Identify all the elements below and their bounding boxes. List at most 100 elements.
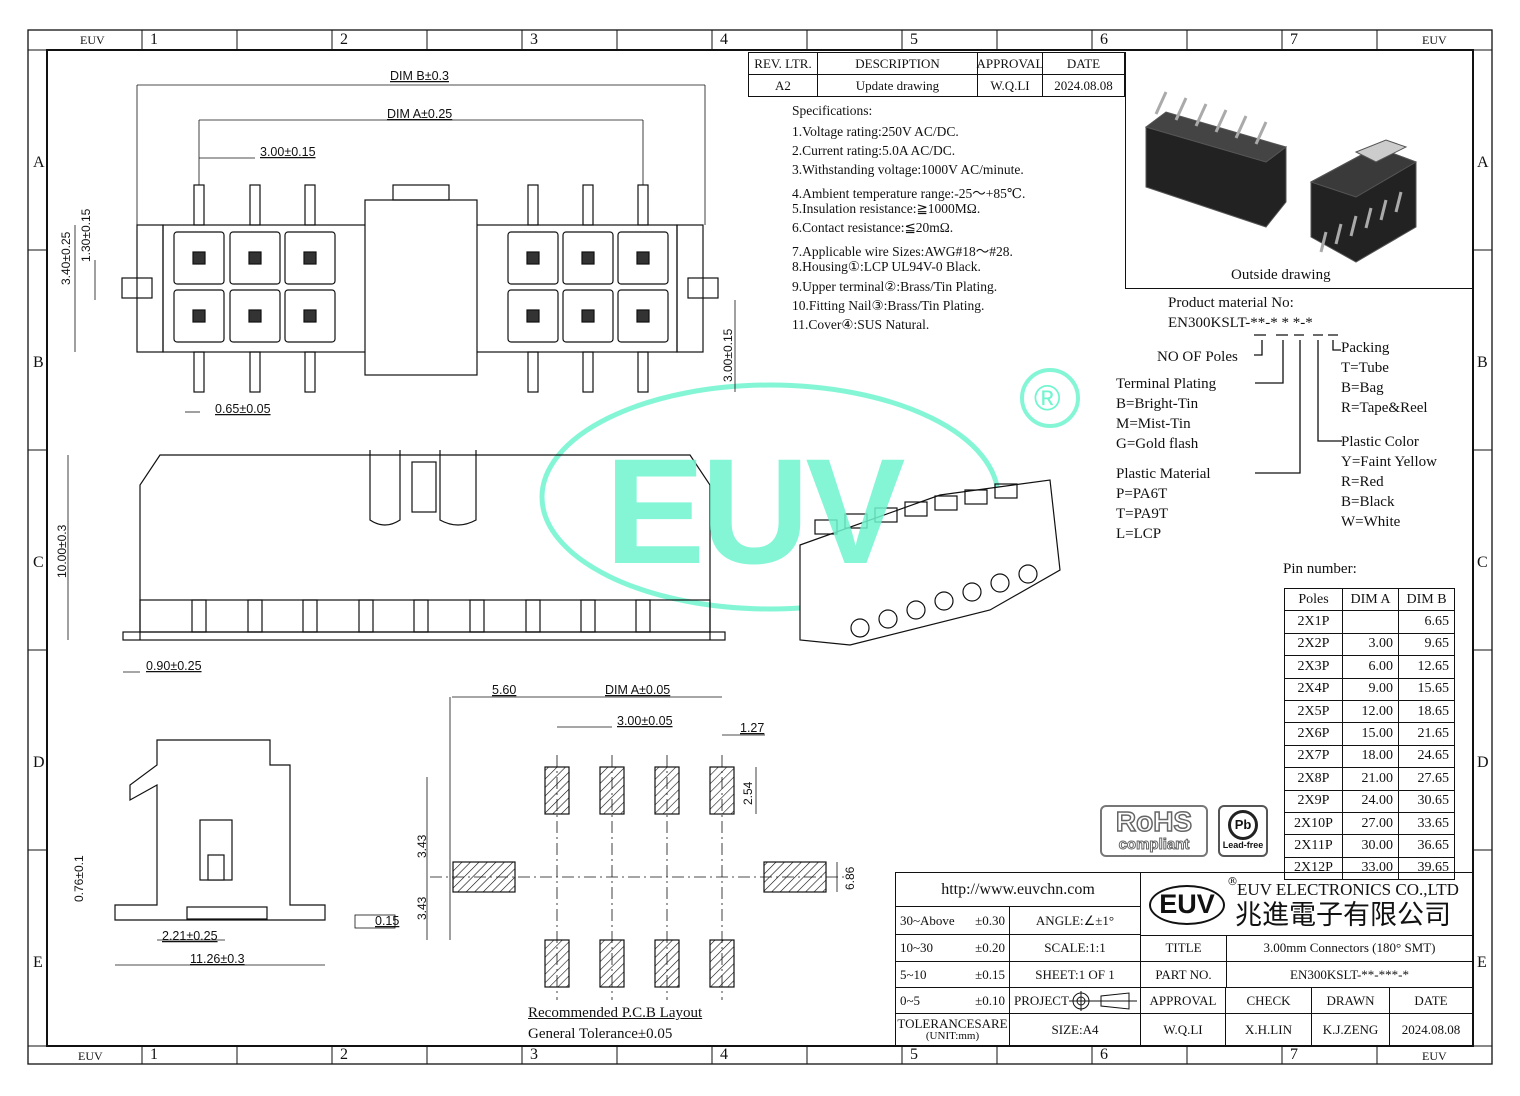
product-no-title: Product material No: xyxy=(1168,295,1294,311)
frame-column-label: 2 xyxy=(340,1046,348,1063)
rev-value: A2 xyxy=(749,75,818,96)
dimension-label: 3.43 xyxy=(415,896,429,920)
pin-table-cell: DIM A xyxy=(1343,589,1399,611)
tolerance-row: 10~30±0.20 xyxy=(896,935,1010,962)
pcb-layout-caption: Recommended P.C.B Layout xyxy=(528,1005,703,1021)
pin-table-cell: 2X9P xyxy=(1285,790,1343,812)
dimension-label: DIM B±0.3 xyxy=(390,69,449,83)
tolerance-row: 5~10 ±0.15 xyxy=(896,962,1010,988)
plastic-material-option: P=PA6T xyxy=(1116,486,1168,502)
dimension-label: 2.54 xyxy=(741,781,755,805)
frame-column-label: 3 xyxy=(530,1046,538,1063)
tolerance-row: 0~5±0.10 xyxy=(896,988,1010,1014)
specifications-title: Specifications: xyxy=(792,103,873,118)
dimension-label: 3.00±0.15 xyxy=(260,145,316,159)
pin-table-cell: 18.00 xyxy=(1343,745,1399,768)
title-label: TITLE xyxy=(1141,935,1227,962)
signoff-header: DRAWN xyxy=(1312,988,1390,1014)
euv-logo: EUV xyxy=(1149,885,1225,925)
logo-registered: ® xyxy=(1227,875,1238,888)
spec-item: 2.Current rating:5.0A AC/DC. xyxy=(792,142,956,158)
company-url[interactable]: http://www.euvchn.com xyxy=(896,873,1141,907)
pin-table-cell: 2X10P xyxy=(1285,812,1343,835)
rev-header: DESCRIPTION xyxy=(818,53,978,75)
pin-table-cell: 30.00 xyxy=(1343,835,1399,857)
frame-row-label: D xyxy=(33,754,45,771)
packing-option: T=Tube xyxy=(1341,360,1389,376)
pin-table-cell: 12.65 xyxy=(1417,658,1450,674)
frame-column-label: 3 xyxy=(530,31,538,48)
plastic-color-option: B=Black xyxy=(1341,494,1395,510)
dimension-label: 0.76±0.1 xyxy=(72,855,86,902)
frame-column-label: 4 xyxy=(720,31,728,48)
pb-icon: Pb xyxy=(1228,810,1258,840)
pin-table-cell: 2X7P xyxy=(1285,745,1343,768)
dimension-label: 5.60 xyxy=(492,683,516,697)
frame-corner-label: EUV xyxy=(1422,1049,1447,1063)
pin-table-cell: 2X3P xyxy=(1285,656,1343,678)
tolerance-range: 5~10 xyxy=(900,966,927,982)
pin-table-title: Pin number: xyxy=(1283,561,1357,577)
part-no-label: PART NO. xyxy=(1141,962,1227,988)
size: SIZE:A4 xyxy=(1010,1014,1141,1045)
dimension-label: DIM A±0.25 xyxy=(387,107,452,121)
plastic-color-option: Plastic Color xyxy=(1341,434,1419,450)
plastic-material-option: Plastic Material xyxy=(1116,466,1211,482)
frame-column-label: 7 xyxy=(1290,1046,1298,1063)
frame-row-label: E xyxy=(1477,954,1487,971)
lead-free-badge: Pb Lead-free xyxy=(1218,805,1268,857)
angle-tolerance: ANGLE:∠±1° xyxy=(1010,907,1141,935)
rev-value: 2024.08.08 xyxy=(1054,77,1113,93)
plastic-material-option: T=PA9T xyxy=(1116,506,1169,522)
pin-table-cell: 12.00 xyxy=(1343,700,1399,723)
watermark-registered: ® xyxy=(1034,377,1061,418)
tolerance-range: 30~Above xyxy=(900,912,955,928)
spec-item: 6.Contact resistance:≦20mΩ. xyxy=(792,220,954,236)
plastic-material-option: L=LCP xyxy=(1116,526,1162,542)
outer-border xyxy=(27,29,1493,1065)
spec-item: 9.Upper terminal②:Brass/Tin Plating. xyxy=(792,278,998,294)
dimension-label: 3.00±0.05 xyxy=(617,714,673,728)
tolerance-value: ±0.15 xyxy=(975,966,1005,982)
pin-table-cell: 2X6P xyxy=(1285,723,1343,745)
pin-table-cell: 24.65 xyxy=(1417,748,1450,764)
tolerance-range: 10~30 xyxy=(900,940,934,955)
tolerances-text: TOLERANCESARE xyxy=(897,1015,1008,1031)
pin-table-cell: 2X12P xyxy=(1285,857,1343,880)
spec-item: 8.Housing①:LCP UL94V-0 Black. xyxy=(792,259,981,275)
pin-table-cell: 33.65 xyxy=(1417,815,1450,831)
spec-item: 5.Insulation resistance:≧1000MΩ. xyxy=(792,201,981,217)
company-header: EUV ® EUV ELECTRONICS CO.,LTD 兆進電子有限公司 xyxy=(1141,873,1474,936)
inner-border xyxy=(46,49,1474,1047)
pin-table-cell: DIM B xyxy=(1406,591,1447,607)
connector-photo xyxy=(1144,91,1418,263)
pin-table-cell: 21.65 xyxy=(1417,726,1450,742)
tolerances-label: TOLERANCESARE(UNIT:mm) xyxy=(896,1014,1010,1045)
pin-table-cell: 3.00 xyxy=(1343,633,1399,656)
pin-table-cell: 2X4P xyxy=(1285,678,1343,700)
frame-column-label: 1 xyxy=(150,31,158,48)
projection-symbol: PROJECT xyxy=(1010,988,1141,1014)
title-value: 3.00mm Connectors (180° SMT) xyxy=(1227,935,1472,962)
specifications: Specifications: 1.Voltage rating:250V AC… xyxy=(792,104,1025,337)
pin-table-cell: 9.00 xyxy=(1343,678,1399,700)
signoff-header: DATE xyxy=(1390,988,1472,1014)
watermark-text: EUV xyxy=(605,427,905,595)
plastic-color-option: Y=Faint Yellow xyxy=(1341,454,1437,470)
company-name-en: EUV ELECTRONICS CO.,LTD xyxy=(1237,880,1459,899)
pin-table-cell: 15.00 xyxy=(1343,723,1399,745)
general-tolerance-caption: General Tolerance±0.05 xyxy=(528,1026,673,1042)
pin-table-cell: 27.00 xyxy=(1343,812,1399,835)
tolerance-row: 30~Above ±0.30 xyxy=(896,907,1010,935)
tolerance-value: ±0.30 xyxy=(975,912,1005,928)
packing-option: B=Bag xyxy=(1341,380,1384,396)
frame-column-label: 2 xyxy=(340,31,348,48)
revision-table: REV. LTR. DESCRIPTION APPROVAL DATE A2 U… xyxy=(748,52,1125,97)
